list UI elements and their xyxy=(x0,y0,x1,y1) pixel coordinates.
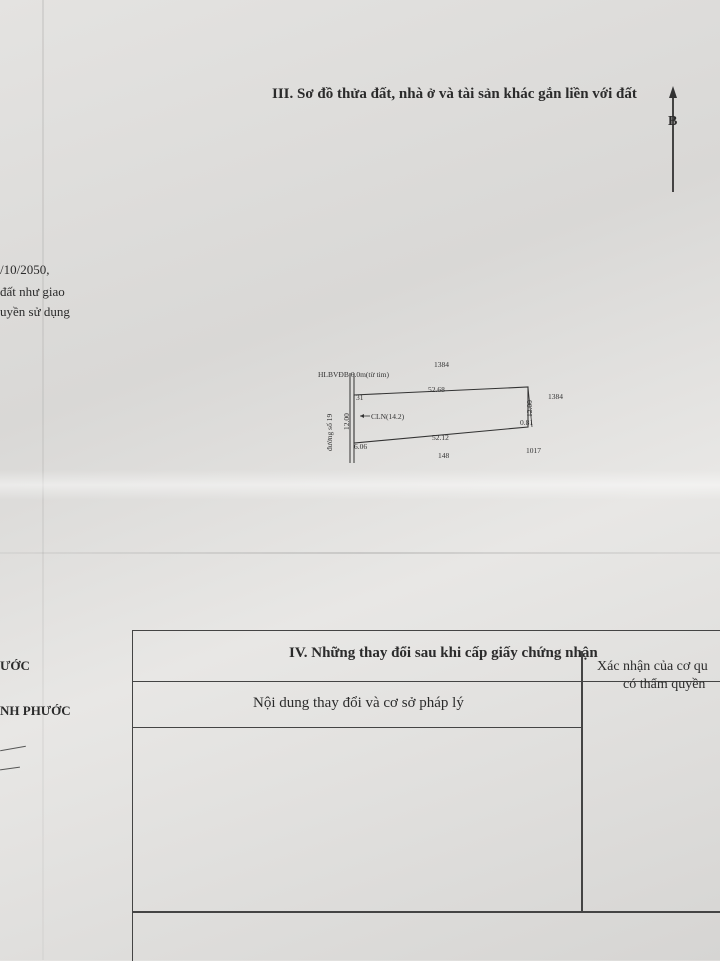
corner-sw-label: 6.06 xyxy=(354,442,367,451)
paper-crease xyxy=(0,470,720,500)
col1-header-text: Nội dung thay đổi và cơ sở pháp lý xyxy=(253,695,464,711)
parcel-sketch: HLBVĐB 6.0m(từ tim) 1384 1384 148 1017 3… xyxy=(318,360,563,463)
parcel-east-edge xyxy=(527,386,533,428)
land-use-label: CLN(14.2) xyxy=(371,412,405,421)
col2-header-line-1: Xác nhận của cơ qu xyxy=(597,659,708,674)
left-width-label: 12.00 xyxy=(342,413,351,430)
east-neighbor-label: 1384 xyxy=(548,392,563,401)
right-offset-label: 0.81 xyxy=(520,418,533,427)
left-margin-line-2: đất như giao xyxy=(0,284,65,299)
paper-fold-horizontal xyxy=(0,552,720,554)
changes-table: IV. Những thay đổi sau khi cấp giấy chứn… xyxy=(132,630,720,961)
left-margin-label-1: ƯỚC xyxy=(0,658,30,673)
parcel-boundary xyxy=(353,386,529,444)
left-margin-line-3: uyền sử dụng xyxy=(0,304,70,319)
road-label: HLBVĐB 6.0m(từ tim) xyxy=(318,370,389,379)
signature-stroke xyxy=(0,745,26,752)
changes-table-col1-header: Nội dung thay đổi và cơ sở pháp lý xyxy=(133,681,581,728)
top-length-label: 52.68 xyxy=(428,385,445,394)
section-4-title: IV. Những thay đổi sau khi cấp giấy chứn… xyxy=(289,645,598,661)
left-margin-line-1: /10/2050, xyxy=(0,262,50,277)
left-margin-label-2: NH PHƯỚC xyxy=(0,703,71,718)
corner-nw-label: 31 xyxy=(356,393,364,402)
south-neighbor-label: 148 xyxy=(438,451,450,460)
north-label: B xyxy=(668,114,678,129)
col2-header-line-2: có thẩm quyền xyxy=(623,677,706,692)
changes-table-title-row: IV. Những thay đổi sau khi cấp giấy chứn… xyxy=(133,631,720,682)
north-arrow-icon xyxy=(669,86,677,192)
arrow-head-icon xyxy=(360,414,364,418)
changes-table-bottom-border xyxy=(133,911,720,913)
north-neighbor-label: 1384 xyxy=(434,360,449,369)
bottom-length-label: 52.12 xyxy=(432,433,449,442)
signature-stroke xyxy=(0,766,20,771)
changes-table-divider xyxy=(581,651,583,911)
right-width-label: 12.00 xyxy=(525,400,534,417)
side-road-label: đường số 19 xyxy=(325,414,334,451)
changes-table-col2-header: Xác nhận của cơ qu có thẩm quyền xyxy=(583,659,720,719)
section-3-title: III. Sơ đồ thửa đất, nhà ở và tài sản kh… xyxy=(272,86,637,102)
paper-fold-vertical xyxy=(42,0,44,960)
se-neighbor-label: 1017 xyxy=(526,446,541,455)
